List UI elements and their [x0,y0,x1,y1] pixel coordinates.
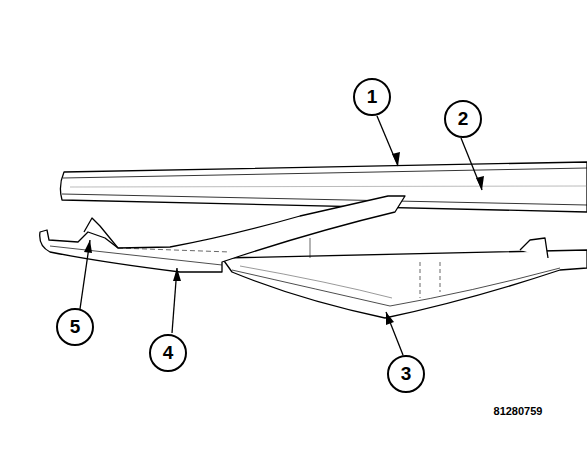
leader-lines [80,116,482,355]
callout-number: 1 [353,78,391,116]
callout-number: 4 [149,334,187,372]
blade-strip [60,162,587,212]
blade-adapter [40,196,405,272]
callout-number: 2 [444,100,482,138]
figure-code: 81280759 [494,405,543,417]
wiper-arm [222,250,587,318]
callout-number: 3 [387,355,425,393]
callout-number: 5 [56,308,94,346]
